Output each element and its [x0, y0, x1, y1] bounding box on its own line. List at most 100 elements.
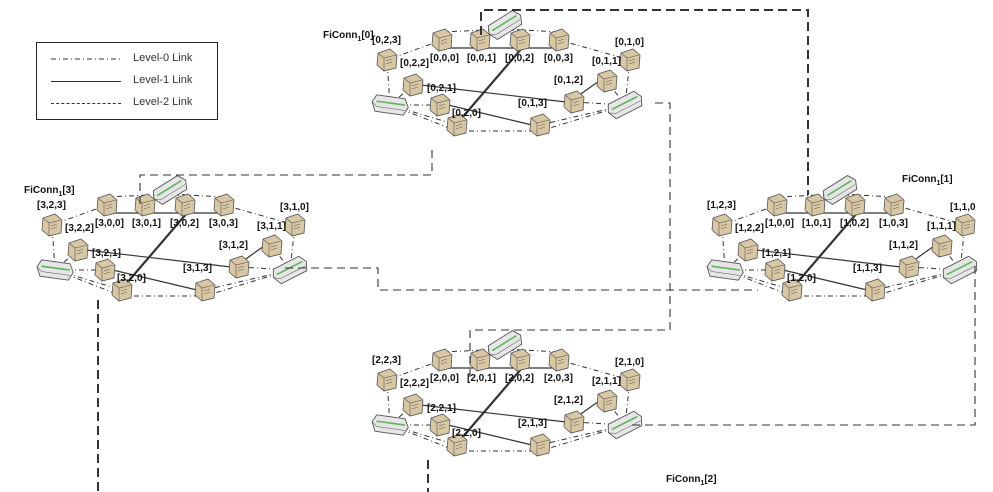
- server-body: [766, 193, 788, 217]
- server-body: [261, 234, 283, 258]
- switch-edge: [36, 266, 71, 276]
- server-edge: [564, 94, 584, 113]
- server-icon: [134, 193, 156, 217]
- server-icon: [563, 410, 585, 434]
- dashed-line-swatch: [51, 103, 121, 104]
- server-icon: [67, 238, 89, 262]
- ficonn-cluster-0: [371, 10, 643, 137]
- server-edge: [620, 52, 640, 71]
- server-icon: [402, 73, 424, 97]
- dashdot-swatch-svg: [51, 58, 121, 60]
- server-icon: [883, 193, 905, 217]
- server-icon: [737, 238, 759, 262]
- server-slot: [605, 79, 613, 83]
- server-body: [469, 28, 491, 52]
- server-slot: [813, 203, 821, 207]
- server-slot: [773, 271, 781, 275]
- switch-port-stripe: [376, 100, 405, 106]
- node-label: [0,2,0]: [452, 108, 481, 119]
- server-slot: [790, 288, 798, 292]
- server-body: [563, 90, 585, 114]
- node-label: [3,0,0]: [95, 218, 124, 229]
- switch-edge: [273, 265, 306, 280]
- server-body: [446, 433, 468, 457]
- server-body: [376, 48, 398, 72]
- node-label: [2,0,1]: [467, 373, 496, 384]
- server-body: [429, 413, 451, 437]
- level-0-link: [558, 39, 631, 61]
- level-0-link: [223, 204, 296, 226]
- server-icon: [619, 368, 641, 392]
- node-label: [3,1,1]: [257, 221, 286, 232]
- server-edge: [262, 238, 282, 257]
- level-1-link: [85, 249, 232, 268]
- server-slot: [385, 378, 393, 382]
- node-label: [0,0,1]: [467, 53, 496, 64]
- node-label: [2,1,2]: [554, 395, 583, 406]
- node-label: [3,0,1]: [132, 218, 161, 229]
- server-icon: [781, 278, 803, 302]
- server-slot: [385, 61, 393, 65]
- switch-icon: [822, 175, 858, 205]
- switch-body: [272, 255, 308, 285]
- server-slot: [183, 206, 191, 210]
- switch-port-stripe: [491, 14, 517, 32]
- server-slot: [538, 446, 546, 450]
- server-slot: [892, 203, 900, 207]
- server-slot: [963, 226, 971, 230]
- switch-port-stripe: [611, 415, 638, 431]
- server-body: [228, 255, 250, 279]
- server-icon: [284, 213, 306, 237]
- server-body: [954, 213, 976, 237]
- server-body: [174, 193, 196, 217]
- node-label: [3,0,2]: [170, 218, 199, 229]
- server-edge: [530, 437, 550, 456]
- level-0-link: [504, 28, 560, 33]
- server-slot: [237, 268, 245, 272]
- server-edge: [564, 414, 584, 433]
- server-slot: [203, 291, 211, 295]
- node-label: [2,0,2]: [505, 373, 534, 384]
- level-1-link: [577, 400, 600, 417]
- server-edge: [738, 242, 758, 261]
- node-label: [3,2,0]: [117, 273, 146, 284]
- server-edge: [447, 437, 467, 456]
- server-edge: [845, 197, 865, 216]
- level-1-link: [782, 269, 868, 291]
- server-slot: [120, 291, 128, 295]
- server-edge: [377, 372, 397, 391]
- level-0-link: [558, 359, 631, 381]
- server-body: [711, 213, 733, 237]
- server-slot: [873, 291, 881, 295]
- server-edge: [470, 32, 490, 51]
- server-edge: [432, 352, 452, 371]
- legend-box: Level-0 Link Level-1 Link Level-2 Link: [36, 42, 218, 120]
- server-edge: [403, 77, 423, 96]
- level-2-link: [469, 102, 671, 380]
- switch-port-stripe: [491, 334, 517, 352]
- server-slot: [411, 403, 419, 407]
- server-slot: [538, 123, 546, 127]
- node-label: [1,1,0: [950, 202, 976, 213]
- server-icon: [431, 348, 453, 372]
- node-label: [2,2,0]: [452, 428, 481, 439]
- server-icon: [213, 193, 235, 217]
- server-slot: [50, 223, 58, 227]
- node-label: [0,0,0]: [430, 53, 459, 64]
- node-label: [0,2,3]: [372, 35, 401, 46]
- legend-label: Level-0 Link: [133, 52, 193, 64]
- switch-body: [706, 259, 744, 281]
- server-edge: [214, 197, 234, 216]
- server-icon: [764, 258, 786, 282]
- server-icon: [898, 255, 920, 279]
- server-slot: [76, 248, 84, 252]
- switch-port-stripe: [946, 260, 973, 276]
- server-slot: [628, 61, 636, 65]
- switch-port-stripe: [826, 179, 852, 197]
- server-slot: [775, 206, 783, 210]
- server-slot: [790, 291, 798, 295]
- node-label: [0,1,1]: [592, 56, 621, 67]
- server-body: [764, 258, 786, 282]
- server-slot: [746, 251, 754, 255]
- server-body: [844, 193, 866, 217]
